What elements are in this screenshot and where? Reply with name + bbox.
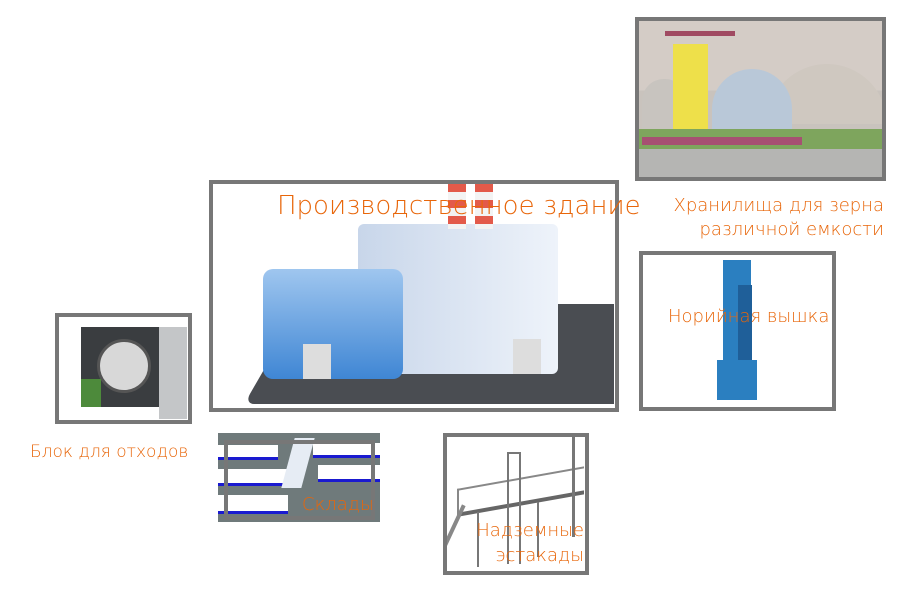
bucket-elevator-image	[643, 255, 831, 406]
production-building-label: Производственное здание	[277, 191, 641, 221]
production-building-image	[213, 184, 614, 407]
overpass-frame	[443, 433, 589, 575]
grain-storage-label-line2: различной емкости	[699, 219, 884, 240]
bucket-elevator-label: Норийная вышка	[668, 306, 830, 327]
warehouses-frame	[224, 440, 375, 520]
grain-storage-frame	[635, 17, 886, 181]
waste-block-label: Блок для отходов	[30, 442, 189, 462]
warehouses-image	[218, 433, 380, 522]
production-building-frame	[209, 180, 619, 412]
waste-block-frame	[55, 313, 192, 424]
waste-block-image	[59, 317, 187, 419]
overpass-image	[447, 437, 584, 570]
bucket-elevator-frame	[639, 251, 836, 411]
grain-storage-label-line1: Хранилища для зерна	[673, 195, 884, 216]
grain-storage-image	[637, 19, 883, 178]
overpass-label-line2: эстакады	[495, 545, 584, 566]
warehouses-label: Склады	[302, 494, 374, 515]
overpass-label-line1: Надземные	[476, 520, 584, 541]
